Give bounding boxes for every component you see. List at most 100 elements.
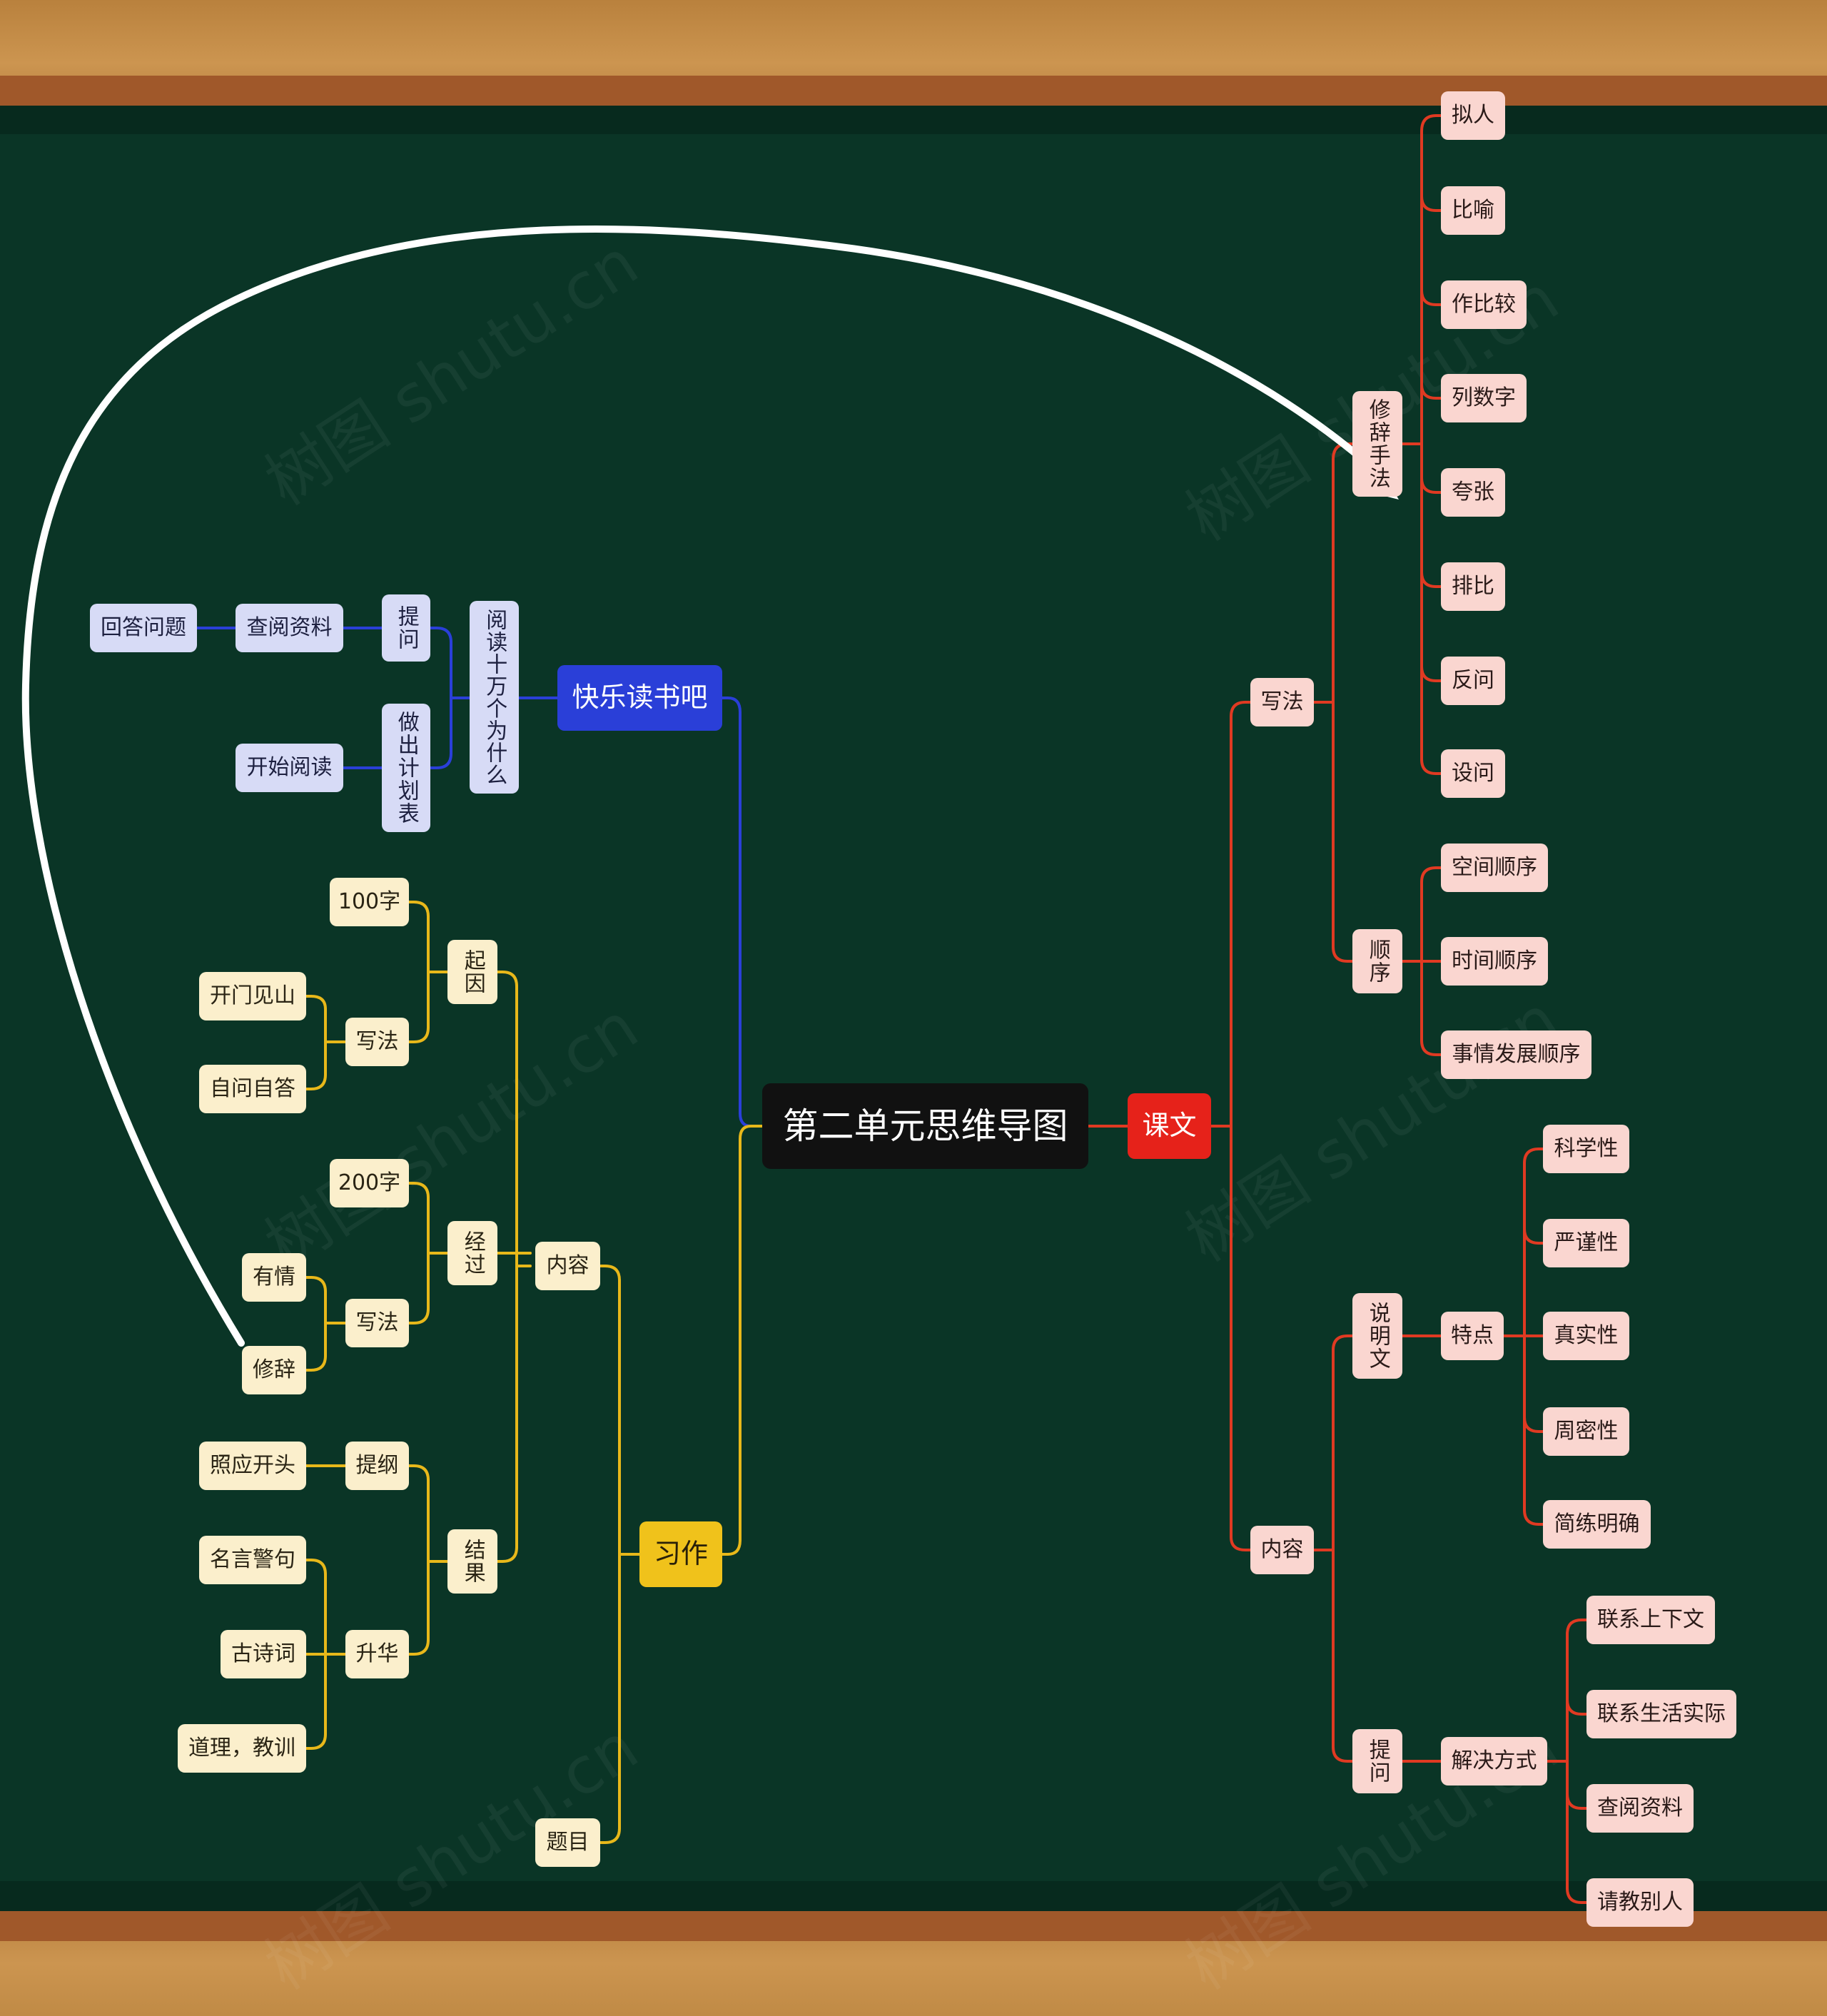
leaf-item[interactable]: 空间顺序 [1441, 844, 1548, 892]
node-kaishi[interactable]: 开始阅读 [236, 744, 343, 792]
node-label: 提问 [1365, 1738, 1390, 1784]
node-label: 特点 [1451, 1323, 1494, 1349]
node-chayue[interactable]: 查阅资料 [236, 604, 343, 652]
node-label: 写法 [355, 1029, 399, 1055]
node-xiefa[interactable]: 写法 [345, 1299, 409, 1347]
node-shunxu-vertical[interactable]: 顺序 [1352, 929, 1402, 993]
node-tigang[interactable]: 提纲 [345, 1442, 409, 1490]
node-tiwen-vertical[interactable]: 提问 [382, 594, 430, 662]
leaf-label: 列数字 [1452, 385, 1516, 411]
leaf-label: 自问自答 [210, 1076, 295, 1102]
branch-xizuo[interactable]: 习作 [639, 1521, 722, 1587]
node-book-vertical[interactable]: 阅读十万个为什么 [470, 601, 519, 794]
node-xiuci-vertical[interactable]: 修辞手法 [1352, 391, 1402, 497]
leaf-label: 严谨性 [1554, 1230, 1619, 1256]
root-node[interactable]: 第二单元思维导图 [762, 1083, 1088, 1169]
node-label: 解决方式 [1451, 1748, 1537, 1774]
branch-label: 课文 [1142, 1110, 1197, 1142]
leaf-item[interactable]: 请教别人 [1586, 1878, 1694, 1927]
node-label: 写法 [1260, 689, 1304, 715]
branch-kuaile[interactable]: 快乐读书吧 [557, 665, 722, 731]
leaf-item[interactable]: 作比较 [1441, 280, 1527, 329]
leaf-label: 事情发展顺序 [1452, 1042, 1581, 1068]
node-xiefa[interactable]: 写法 [1250, 678, 1314, 726]
leaf-item[interactable]: 列数字 [1441, 374, 1527, 422]
leaf-label: 联系上下文 [1597, 1607, 1704, 1633]
node-xiefa[interactable]: 写法 [345, 1018, 409, 1066]
node-jieguo-vertical[interactable]: 结果 [447, 1529, 497, 1594]
leaf-label: 道理，教训 [188, 1736, 295, 1761]
leaf-label: 反问 [1452, 668, 1494, 694]
leaf-label: 开门见山 [210, 983, 295, 1009]
leaf-item[interactable]: 有情 [242, 1253, 306, 1302]
red-branch-lines [1087, 114, 1588, 1904]
leaf-label: 设问 [1452, 761, 1494, 786]
leaf-item[interactable]: 联系生活实际 [1586, 1690, 1736, 1738]
board-frame-top [0, 0, 1827, 134]
node-tedian[interactable]: 特点 [1441, 1312, 1504, 1360]
node-label: 回答问题 [101, 615, 186, 641]
leaf-label: 联系生活实际 [1597, 1701, 1726, 1727]
leaf-item[interactable]: 简练明确 [1543, 1500, 1651, 1549]
board-frame-bottom [0, 1881, 1827, 2016]
leaf-label: 拟人 [1452, 103, 1494, 128]
leaf-label: 夸张 [1452, 480, 1494, 505]
leaf-item[interactable]: 周密性 [1543, 1407, 1629, 1456]
leaf-item[interactable]: 真实性 [1543, 1312, 1629, 1360]
leaf-item[interactable]: 修辞 [242, 1346, 306, 1394]
leaf-item[interactable]: 古诗词 [221, 1630, 306, 1678]
leaf-item[interactable]: 拟人 [1441, 91, 1505, 140]
leaf-item[interactable]: 查阅资料 [1586, 1784, 1694, 1833]
leaf-item[interactable]: 时间顺序 [1441, 937, 1548, 986]
node-label: 修辞手法 [1365, 398, 1390, 490]
leaf-item[interactable]: 道理，教训 [178, 1724, 306, 1773]
leaf-label: 时间顺序 [1452, 948, 1537, 974]
leaf-item[interactable]: 自问自答 [199, 1065, 306, 1113]
branch-kewen[interactable]: 课文 [1128, 1093, 1211, 1159]
node-count[interactable]: 100字 [330, 878, 409, 926]
node-neirong-kewen[interactable]: 内容 [1250, 1526, 1314, 1574]
node-timu[interactable]: 题目 [535, 1818, 600, 1867]
node-label: 内容 [1260, 1537, 1304, 1563]
node-jiejue[interactable]: 解决方式 [1441, 1737, 1547, 1785]
leaf-item[interactable]: 严谨性 [1543, 1219, 1629, 1267]
leaf-label: 请教别人 [1597, 1890, 1683, 1915]
node-label: 经过 [460, 1230, 485, 1276]
node-label: 写法 [355, 1310, 399, 1336]
node-label: 结果 [460, 1539, 485, 1584]
leaf-label: 作比较 [1452, 292, 1516, 318]
leaf-item[interactable]: 反问 [1441, 657, 1505, 705]
node-label: 查阅资料 [246, 615, 333, 641]
node-label: 升华 [355, 1641, 399, 1667]
leaf-item[interactable]: 比喻 [1441, 186, 1505, 235]
node-label: 说明文 [1365, 1302, 1390, 1370]
node-jihua-vertical[interactable]: 做出计划表 [382, 704, 430, 832]
leaf-item[interactable]: 联系上下文 [1586, 1596, 1715, 1644]
node-label: 100字 [338, 889, 401, 915]
node-qiyin-vertical[interactable]: 起因 [447, 940, 497, 1004]
node-huida[interactable]: 回答问题 [90, 604, 197, 652]
node-shuomingwen-vertical[interactable]: 说明文 [1352, 1293, 1402, 1379]
leaf-item[interactable]: 名言警句 [199, 1536, 306, 1584]
node-tiwen-vertical[interactable]: 提问 [1352, 1729, 1402, 1793]
node-zhaoying[interactable]: 照应开头 [199, 1442, 306, 1490]
node-label: 阅读十万个为什么 [482, 609, 507, 786]
node-count[interactable]: 200字 [330, 1159, 409, 1207]
node-shenghua[interactable]: 升华 [345, 1630, 409, 1678]
leaf-item[interactable]: 排比 [1441, 562, 1505, 611]
leaf-item[interactable]: 开门见山 [199, 972, 306, 1020]
leaf-label: 真实性 [1554, 1323, 1619, 1349]
node-label: 做出计划表 [393, 711, 419, 825]
node-neirong-xizuo[interactable]: 内容 [535, 1242, 600, 1290]
leaf-label: 修辞 [253, 1357, 295, 1383]
node-label: 题目 [546, 1830, 589, 1855]
leaf-label: 名言警句 [210, 1547, 295, 1573]
node-jingguo-vertical[interactable]: 经过 [447, 1221, 497, 1285]
leaf-item[interactable]: 设问 [1441, 749, 1505, 798]
leaf-item[interactable]: 科学性 [1543, 1125, 1629, 1173]
leaf-label: 空间顺序 [1452, 855, 1537, 881]
leaf-item[interactable]: 事情发展顺序 [1441, 1030, 1591, 1079]
leaf-label: 查阅资料 [1597, 1795, 1683, 1821]
leaf-item[interactable]: 夸张 [1441, 468, 1505, 517]
